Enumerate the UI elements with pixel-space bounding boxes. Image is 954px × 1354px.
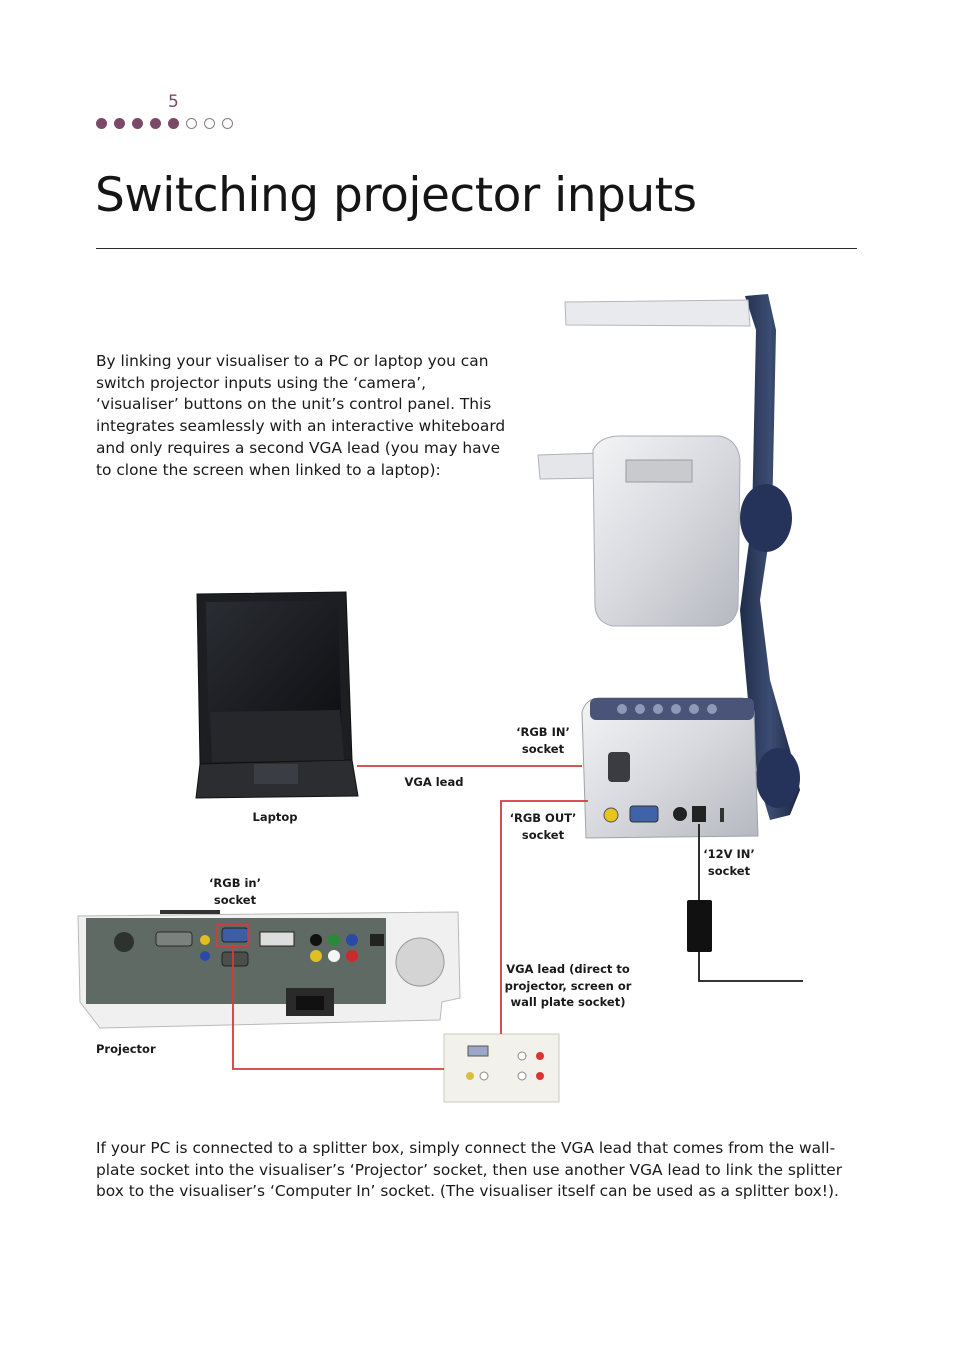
label-vga-lead-laptop: VGA lead [404,775,464,789]
wall-plate-image [443,1033,560,1103]
projector-image [77,910,461,1029]
intro-paragraph: By linking your visualiser to a PC or la… [96,352,506,479]
label-projector: Projector [96,1042,156,1056]
page-title: Switching projector inputs [95,168,697,223]
page-number: 5 [168,92,179,112]
label-12v-in: ‘12V IN’ socket [703,847,755,878]
progress-dot-empty [222,118,233,129]
progress-dot-filled [132,118,143,129]
outro-paragraph: If your PC is connected to a splitter bo… [96,1139,843,1201]
vga-cable-projector-to-wall-plate [232,946,444,1070]
label-rgb-in-visualiser: ‘RGB IN’ socket [516,725,570,756]
vga-cable-visualiser-to-wall-plate [500,800,588,1034]
laptop-image [195,591,359,799]
progress-dot-empty [186,118,197,129]
label-rgb-in-projector: ‘RGB in’ socket [209,876,261,907]
progress-dot-filled [168,118,179,129]
label-rgb-out: ‘RGB OUT’ socket [509,811,577,842]
visualiser-image [537,294,800,839]
label-vga-lead-direct: VGA lead (direct to projector, screen or… [504,962,632,1009]
title-divider [96,248,857,249]
progress-dot-filled [150,118,161,129]
progress-dot-filled [96,118,107,129]
power-adapter-image [687,900,712,952]
power-cable-lower [698,952,803,982]
progress-dot-empty [204,118,215,129]
page-progress-dots [96,118,233,129]
progress-dot-filled [114,118,125,129]
label-laptop: Laptop [252,810,298,824]
